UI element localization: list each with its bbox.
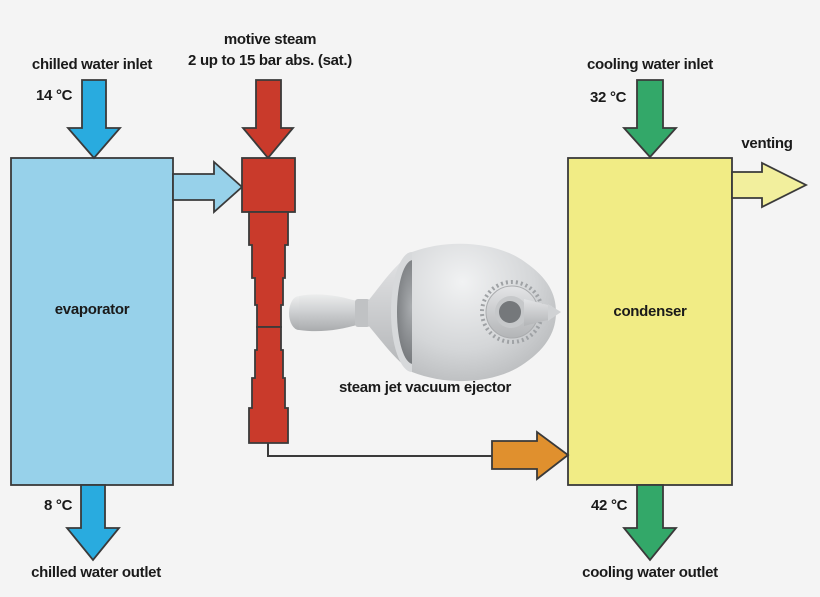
cooling-water-outlet-arrow [622, 484, 678, 562]
chilled-water-outlet-arrow [65, 484, 121, 562]
chilled-inlet-temp-label: 14 °C [36, 87, 73, 104]
evaporator-box [10, 157, 174, 486]
venting-label: venting [741, 135, 793, 152]
ejector-diverging-section [248, 326, 289, 444]
ejector-photo-outlet-tip [548, 304, 561, 321]
condenser-box [567, 157, 733, 486]
ejector-photo-neck [355, 299, 370, 327]
ejector-photo-flange-port [499, 301, 521, 323]
cooling-water-inlet-arrow [621, 79, 679, 159]
cooling-water-inlet-label: cooling water inlet [587, 56, 713, 73]
chilled-water-inlet-label: chilled water inlet [31, 56, 153, 73]
cooling-inlet-temp-label: 32 °C [590, 89, 627, 106]
motive-steam-label-line1: motive steam [223, 31, 317, 48]
motive-steam-arrow [241, 79, 295, 160]
chilled-water-inlet-arrow [66, 79, 122, 160]
mixed-flow-arrow [491, 430, 570, 481]
chilled-outlet-temp-label: 8 °C [44, 497, 73, 514]
ejector-photo [289, 243, 561, 382]
cooling-water-outlet-label: cooling water outlet [582, 564, 718, 581]
ejector-photo-vessel-body [412, 243, 556, 382]
ejector-caption-label: steam jet vacuum ejector [338, 379, 512, 396]
ejector-photo-outlet-cone [524, 299, 552, 326]
venting-arrow [731, 161, 809, 209]
ejector-photo-suction-tube [299, 294, 360, 332]
condenser-label: condenser [613, 303, 687, 320]
ejector-head-block [241, 157, 296, 213]
motive-steam-label-line2: 2 up to 15 bar abs. (sat.) [188, 52, 352, 69]
suction-arrow [172, 159, 244, 215]
ejector-converging-section [248, 211, 289, 328]
ejector-to-condenser-line [267, 443, 492, 457]
cooling-outlet-temp-label: 42 °C [591, 497, 628, 514]
chilled-water-outlet-label: chilled water outlet [31, 564, 161, 581]
evaporator-label: evaporator [54, 301, 130, 318]
